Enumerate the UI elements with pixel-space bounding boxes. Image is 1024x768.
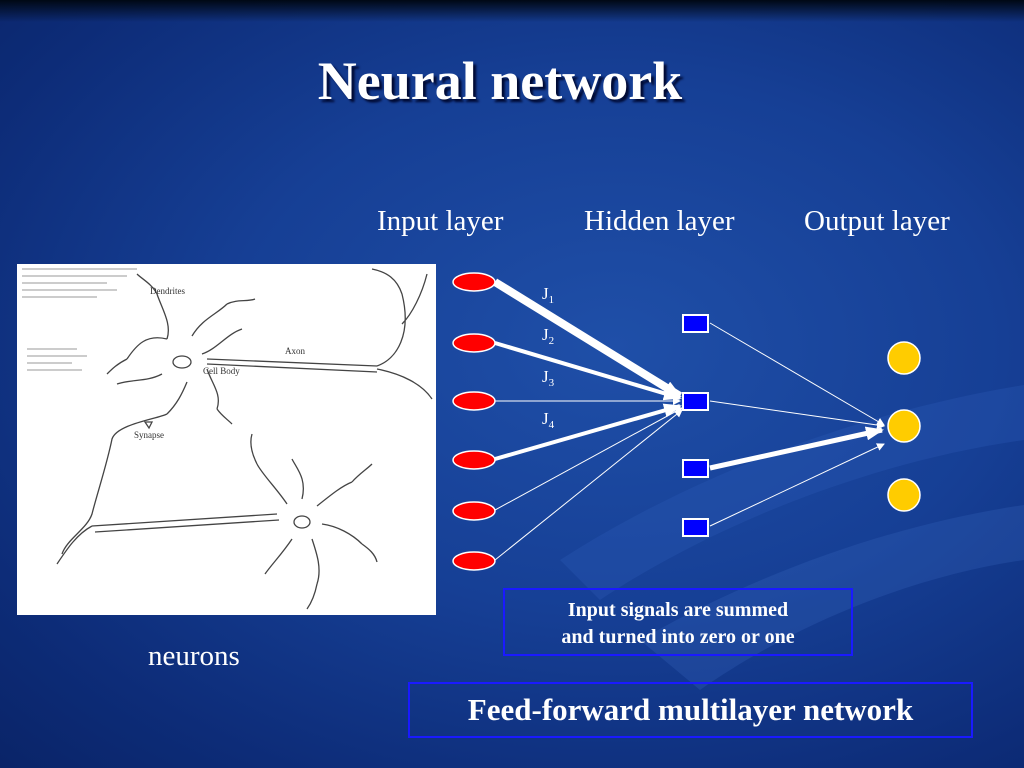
input-node	[452, 333, 496, 353]
input-layer-label: Input layer	[377, 205, 504, 237]
page-title: Neural network	[317, 51, 683, 111]
signals-line-2: and turned into zero or one	[561, 626, 795, 648]
synapse-label: Synapse	[134, 430, 164, 440]
signals-summed-box: Input signals are summed and turned into…	[503, 588, 853, 656]
edge-h2-out	[709, 400, 885, 429]
neuron-drawing: Dendrites Axon Cell Body Synapse	[22, 268, 433, 610]
feed-forward-caption: Feed-forward multilayer network	[408, 682, 973, 738]
input-node	[452, 501, 496, 521]
output-node	[887, 409, 921, 443]
signals-line-1: Input signals are summed	[567, 599, 789, 621]
input-node	[452, 450, 496, 470]
hidden-node	[682, 314, 709, 333]
weight-label-j3: J3	[542, 367, 555, 389]
edge-j2	[494, 341, 682, 401]
axon-label: Axon	[285, 346, 305, 356]
output-node	[887, 341, 921, 375]
output-layer-label: Output layer	[804, 205, 950, 237]
top-band	[0, 0, 1024, 22]
hidden-layer-label: Hidden layer	[584, 205, 735, 237]
network-diagram: J1 J2 J3 J4	[452, 272, 921, 571]
input-node	[452, 551, 496, 571]
edge-input6	[494, 409, 683, 561]
cell-body-label: Cell Body	[203, 366, 240, 376]
edge-h3-out	[709, 426, 884, 471]
edge-h1-out	[709, 322, 885, 426]
upper-nucleus	[172, 355, 192, 369]
hidden-node	[682, 518, 709, 537]
weight-label-j4: J4	[542, 409, 555, 431]
output-node	[887, 478, 921, 512]
edge-j4	[494, 403, 682, 461]
neurons-caption: neurons	[148, 640, 240, 672]
weight-label-j2: J2	[542, 325, 554, 347]
dendrites-label: Dendrites	[150, 286, 185, 296]
edge-h4-out	[709, 443, 885, 527]
edge-j1	[492, 278, 683, 400]
edge-input5	[494, 407, 683, 511]
weight-label-j1: J1	[542, 284, 554, 306]
input-node	[452, 272, 496, 292]
neuron-illustration: Dendrites Axon Cell Body Synapse	[17, 264, 436, 615]
input-node	[452, 391, 496, 411]
hidden-node	[682, 459, 709, 478]
lower-nucleus	[293, 515, 311, 529]
hidden-node	[682, 392, 709, 411]
